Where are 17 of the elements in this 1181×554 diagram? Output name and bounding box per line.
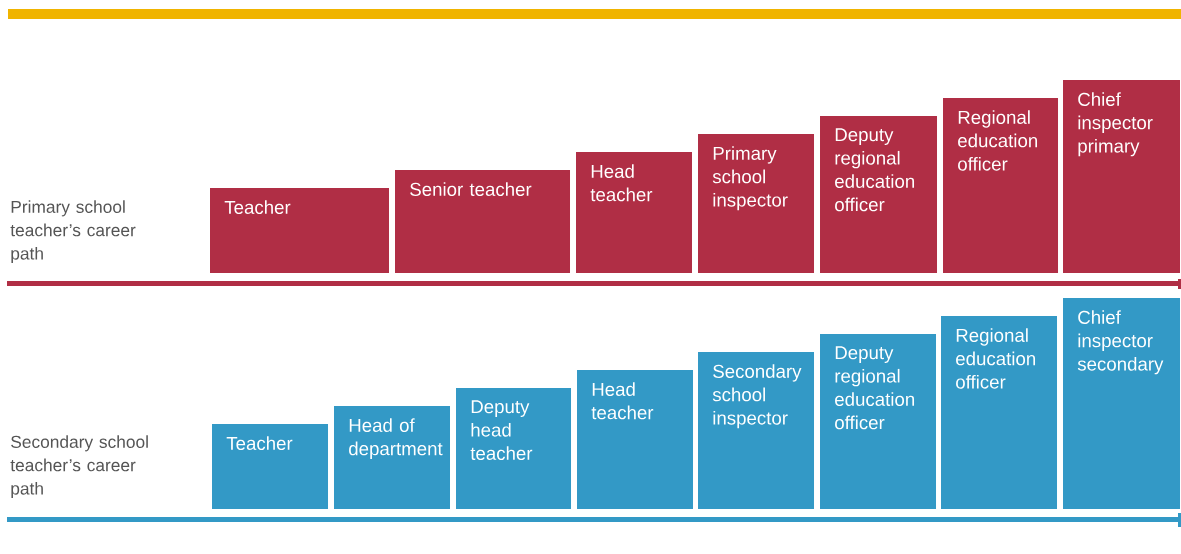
career-step-box: Regional education officer [941,316,1057,509]
row-label: Primary school teacher’s career path [10,200,136,264]
career-step-box: Head of department [334,406,450,509]
career-step-box: Regional education officer [943,98,1058,273]
career-step-box: Deputy regional education officer [820,116,937,273]
career-step-box: Secondary school inspector [698,352,814,509]
career-step-box: Teacher [212,424,328,509]
career-step-box: Teacher [210,188,389,273]
career-step-box: Primary school inspector [698,134,814,273]
row-label: Secondary school teacher’s career path [10,435,148,499]
career-step-box: Deputy head teacher [456,388,571,509]
career-step-box: Head teacher [576,152,692,273]
career-step-box: Senior teacher [395,170,570,273]
career-step-box: Deputy regional education officer [820,334,936,509]
career-step-box: Chief inspector secondary [1063,298,1180,509]
career-step-box: Chief inspector primary [1063,80,1180,273]
career-step-box: Head teacher [577,370,693,509]
